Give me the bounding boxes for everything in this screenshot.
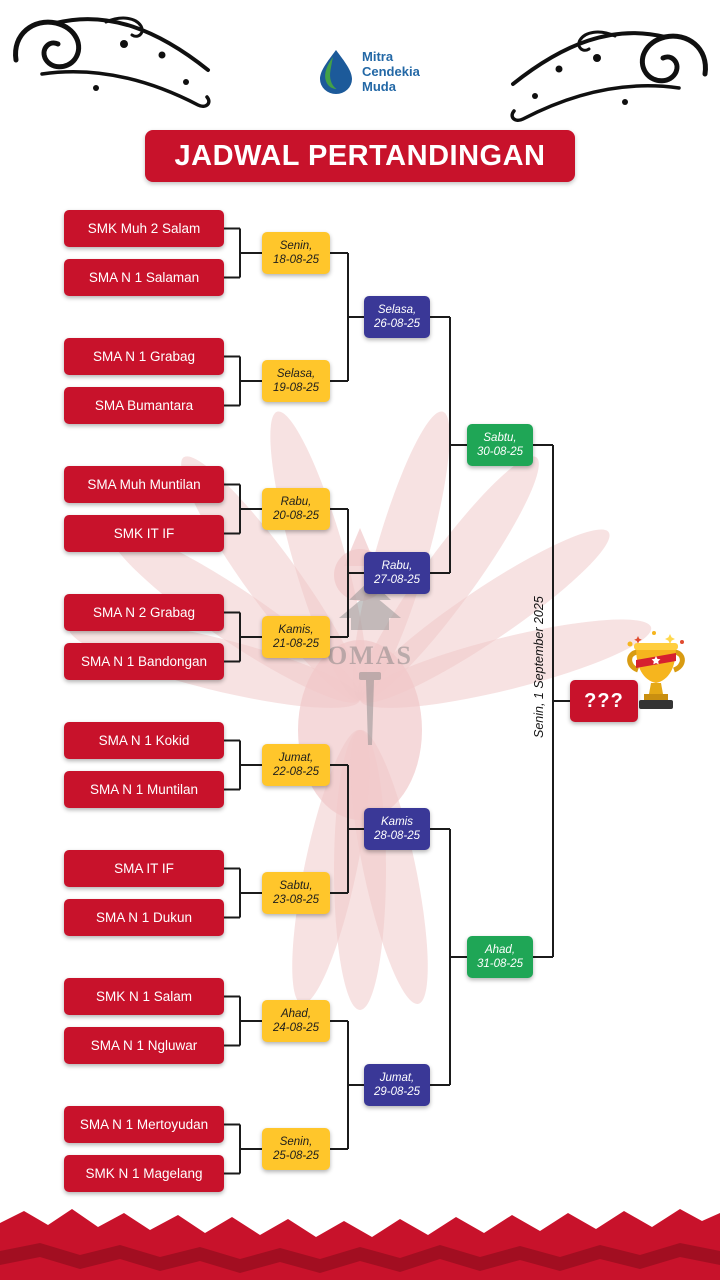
team-box: SMA Bumantara bbox=[64, 387, 224, 424]
round1-match: Senin, 18-08-25 bbox=[262, 232, 330, 274]
brand-logo: Mitra Cendekia Muda bbox=[318, 48, 420, 94]
round1-match: Senin, 25-08-25 bbox=[262, 1128, 330, 1170]
match-day: Selasa, bbox=[276, 368, 316, 380]
team-box: SMK N 1 Salam bbox=[64, 978, 224, 1015]
team-box: SMK Muh 2 Salam bbox=[64, 210, 224, 247]
team-box: SMA N 1 Salaman bbox=[64, 259, 224, 296]
match-day: Kamis bbox=[381, 816, 413, 828]
page-title: JADWAL PERTANDINGAN bbox=[145, 130, 575, 182]
match-day: Ahad, bbox=[484, 944, 516, 956]
team-box: SMA N 2 Grabag bbox=[64, 594, 224, 631]
round1-match: Selasa, 19-08-25 bbox=[262, 360, 330, 402]
brand-drop-icon bbox=[320, 50, 352, 94]
team-box: SMA N 1 Dukun bbox=[64, 899, 224, 936]
quarterfinal-match: Rabu, 27-08-25 bbox=[364, 552, 430, 594]
round1-match: Kamis, 21-08-25 bbox=[262, 616, 330, 658]
match-date: 23-08-25 bbox=[272, 894, 320, 906]
match-day: Jumat, bbox=[278, 752, 314, 764]
match-day: Ahad, bbox=[280, 1008, 312, 1020]
team-box: SMA Muh Muntilan bbox=[64, 466, 224, 503]
match-date: 21-08-25 bbox=[272, 638, 320, 650]
team-box: SMA N 1 Ngluwar bbox=[64, 1027, 224, 1064]
team-box: SMA N 1 Mertoyudan bbox=[64, 1106, 224, 1143]
quarterfinal-match: Jumat, 29-08-25 bbox=[364, 1064, 430, 1106]
ornament-flourish-right-icon bbox=[508, 24, 713, 129]
match-date: 18-08-25 bbox=[272, 254, 320, 266]
brand-line: Muda bbox=[362, 78, 396, 94]
watermark-text: OMAS bbox=[327, 641, 413, 670]
quarterfinal-match: Kamis 28-08-25 bbox=[364, 808, 430, 850]
match-date: 31-08-25 bbox=[476, 958, 524, 970]
match-date: 19-08-25 bbox=[272, 382, 320, 394]
match-date: 27-08-25 bbox=[373, 574, 421, 586]
round1-match: Ahad, 24-08-25 bbox=[262, 1000, 330, 1042]
team-box: SMA N 1 Kokid bbox=[64, 722, 224, 759]
team-box: SMK N 1 Magelang bbox=[64, 1155, 224, 1192]
team-box: SMA N 1 Grabag bbox=[64, 338, 224, 375]
match-date: 29-08-25 bbox=[373, 1086, 421, 1098]
match-day: Rabu, bbox=[381, 560, 413, 572]
match-day: Kamis, bbox=[278, 624, 314, 636]
match-date: 26-08-25 bbox=[373, 318, 421, 330]
match-day: Senin, bbox=[279, 1136, 313, 1148]
semifinal-match: Sabtu, 30-08-25 bbox=[467, 424, 533, 466]
match-day: Senin, bbox=[279, 240, 313, 252]
match-date: 28-08-25 bbox=[373, 830, 421, 842]
torn-paper-edge bbox=[0, 1209, 720, 1280]
round1-match: Sabtu, 23-08-25 bbox=[262, 872, 330, 914]
match-day: Selasa, bbox=[377, 304, 417, 316]
team-box: SMA N 1 Muntilan bbox=[64, 771, 224, 808]
trophy-icon bbox=[627, 631, 685, 709]
brand-name: Mitra Cendekia Muda bbox=[362, 49, 420, 94]
match-date: 20-08-25 bbox=[272, 510, 320, 522]
match-date: 24-08-25 bbox=[272, 1022, 320, 1034]
semifinal-match: Ahad, 31-08-25 bbox=[467, 936, 533, 978]
match-date: 30-08-25 bbox=[476, 446, 524, 458]
final-date-label: Senin, 1 September 2025 bbox=[532, 596, 546, 738]
round1-match: Jumat, 22-08-25 bbox=[262, 744, 330, 786]
team-box: SMA IT IF bbox=[64, 850, 224, 887]
brand-line: Cendekia bbox=[362, 63, 420, 79]
match-date: 25-08-25 bbox=[272, 1150, 320, 1162]
team-box: SMA N 1 Bandongan bbox=[64, 643, 224, 680]
ornament-flourish-left-icon bbox=[8, 10, 213, 115]
match-day: Sabtu, bbox=[483, 432, 517, 444]
kris-icon bbox=[359, 672, 381, 745]
team-box: SMK IT IF bbox=[64, 515, 224, 552]
brand-line: Mitra bbox=[362, 48, 394, 64]
match-day: Rabu, bbox=[280, 496, 312, 508]
champion-box: ??? bbox=[570, 680, 638, 722]
match-day: Sabtu, bbox=[279, 880, 313, 892]
match-date: 22-08-25 bbox=[272, 766, 320, 778]
emblem-watermark: OMAS bbox=[327, 580, 413, 745]
round1-match: Rabu, 20-08-25 bbox=[262, 488, 330, 530]
match-day: Jumat, bbox=[379, 1072, 415, 1084]
quarterfinal-match: Selasa, 26-08-25 bbox=[364, 296, 430, 338]
